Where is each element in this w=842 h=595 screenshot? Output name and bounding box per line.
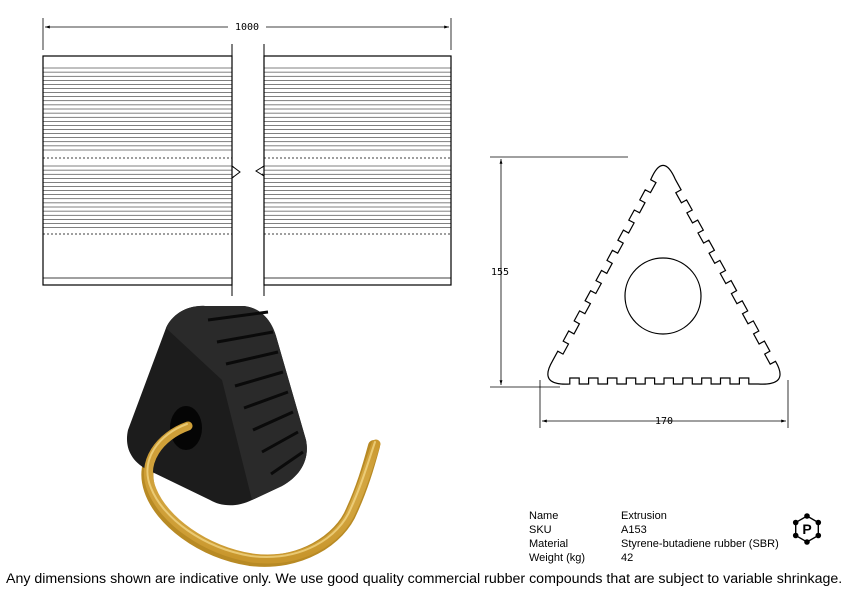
spec-row-name: Name Extrusion [529,509,779,523]
spec-label: SKU [529,524,552,536]
disclaimer-text: Any dimensions shown are indicative only… [6,571,842,587]
spec-label: Weight (kg) [529,552,586,564]
render-rib [234,370,284,388]
spec-table: Name Extrusion SKU A153 Material Styrene… [529,509,779,565]
render-rib [270,450,304,476]
spec-value: A153 [621,524,647,536]
render-rib [216,330,274,344]
render-rib [261,430,299,454]
spec-row-sku: SKU A153 [529,523,779,537]
render-rib [225,350,279,366]
spec-row-weight: Weight (kg) 42 [529,551,779,565]
center-hole [624,257,702,335]
length-dimension: 1000 [42,18,452,50]
render-rib [243,390,289,410]
render-rib [207,310,269,322]
width-label: 170 [655,416,673,427]
spec-row-material: Material Styrene-butadiene rubber (SBR) [529,537,779,551]
profile-view: 155 170 [490,156,789,428]
logo-letter: P [802,521,811,537]
side-view [42,44,452,296]
length-label: 1000 [235,22,259,33]
spec-value: Extrusion [621,510,667,522]
brand-logo: P [792,513,822,545]
profile-outline [547,164,781,385]
spec-value: 42 [621,552,634,564]
spec-value: Styrene-butadiene rubber (SBR) [621,538,779,550]
product-render [126,305,381,567]
spec-label: Name [529,510,559,522]
render-rib [252,410,294,432]
height-label: 155 [491,267,509,278]
spec-label: Material [529,538,569,550]
